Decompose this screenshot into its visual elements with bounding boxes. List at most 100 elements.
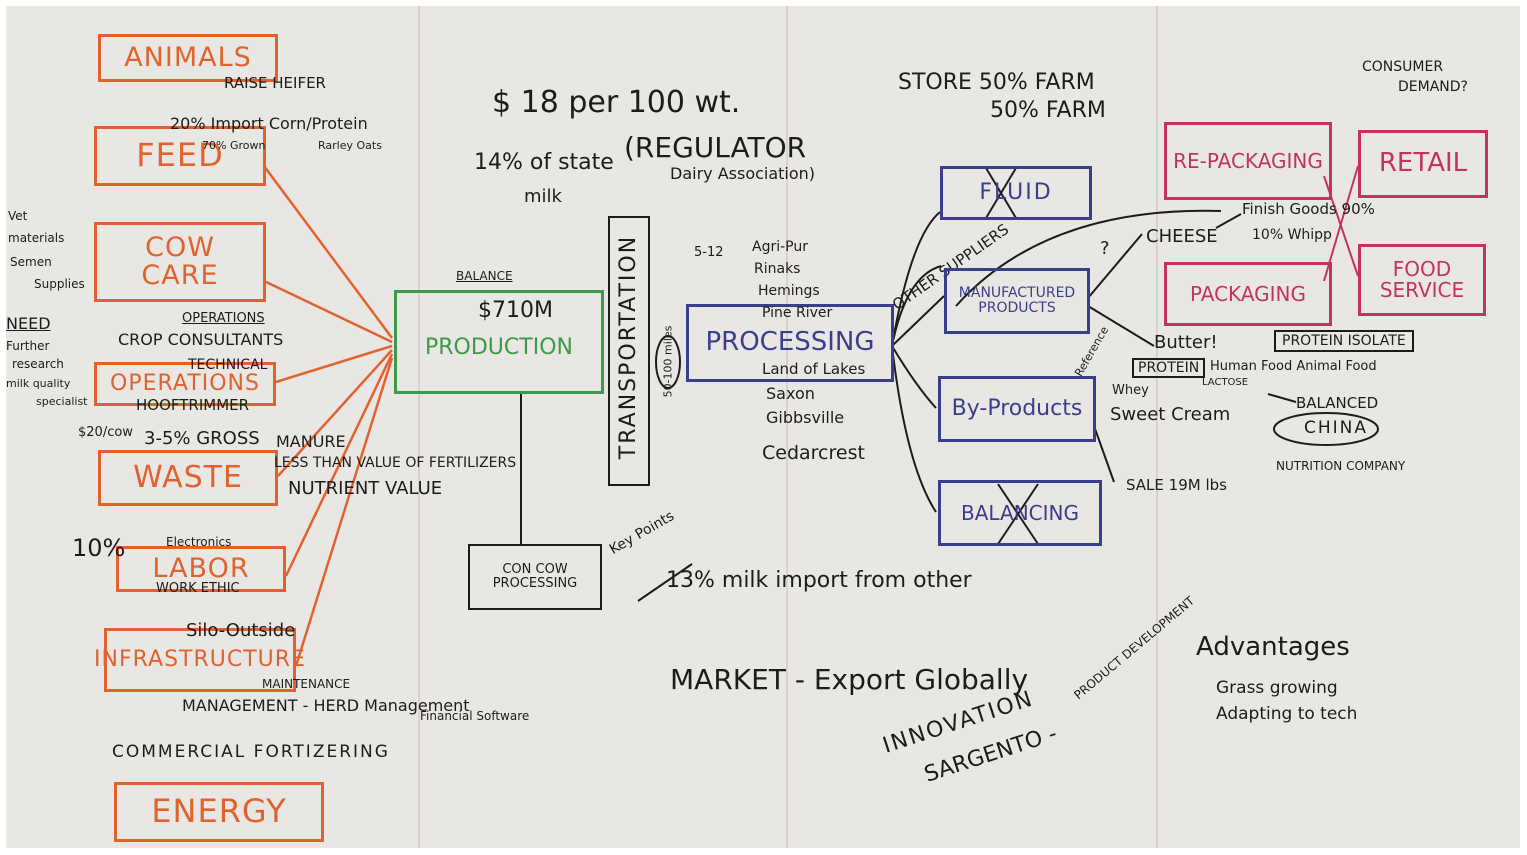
finish-goods-note: Finish Goods 90% xyxy=(1242,200,1375,218)
connector-cheese-finish xyxy=(1215,213,1242,229)
feed-label: FEED xyxy=(136,136,224,175)
electronics-note: Electronics xyxy=(166,535,232,549)
need-note: NEED xyxy=(6,314,51,333)
materials-note: materials xyxy=(8,231,65,245)
operations-note: OPERATIONS xyxy=(182,311,265,326)
semen-note: Semen xyxy=(10,255,52,269)
connector-processing-byproducts xyxy=(891,345,937,409)
fluid-label: FLUID xyxy=(979,180,1053,206)
company-land-of-lakes: Land of Lakes xyxy=(762,360,866,378)
import-corn-note: 20% Import Corn/Protein xyxy=(170,114,368,133)
connector-processing-manufactured xyxy=(891,295,945,347)
processing-range: 5-12 xyxy=(694,245,724,260)
commercial-note: COMMERCIAL FORTIZERING xyxy=(112,742,390,762)
operations-label: OPERATIONS xyxy=(110,371,260,397)
crop-consultants-note: CROP CONSULTANTS xyxy=(118,330,284,349)
sale-note: SALE 19M lbs xyxy=(1126,476,1227,494)
milk-quality-note: milk quality xyxy=(6,377,71,390)
connector-infrastructure xyxy=(294,357,394,667)
milk-note: milk xyxy=(524,186,562,207)
technical-note: TECHNICAL xyxy=(188,357,268,373)
regulator-note: (REGULATOR xyxy=(624,131,807,164)
connector-labor xyxy=(284,353,394,577)
animals-box: ANIMALS xyxy=(98,34,278,82)
connector-packaging-retail xyxy=(1323,165,1359,282)
repackaging-label: RE-PACKAGING xyxy=(1173,148,1323,173)
silo-note: Silo-Outside xyxy=(186,620,296,641)
production-value: $710M xyxy=(478,298,553,323)
labor-box: LABOR xyxy=(116,546,286,592)
balance-label: BALANCE xyxy=(456,269,513,283)
distance-note: 50-100 miles xyxy=(661,325,675,398)
company-rinaks: Rinaks xyxy=(754,261,801,277)
hooftrimmer-note: HOOFTRIMMER xyxy=(136,396,250,414)
cheese-label: CHEESE xyxy=(1146,226,1218,247)
farm-note: 50% FARM xyxy=(990,98,1106,123)
connector-processing-balancing xyxy=(891,345,937,513)
vet-note: Vet xyxy=(8,209,28,223)
dairy-association-note: Dairy Association) xyxy=(670,164,816,183)
connector-balancing-cross-b xyxy=(997,483,1039,545)
adapting-note: Adapting to tech xyxy=(1216,704,1358,724)
waste-cost-note: $20/cow xyxy=(78,425,133,440)
company-pine-river: Pine River xyxy=(762,305,833,321)
human-food-note: Human Food Animal Food xyxy=(1210,359,1377,374)
company-hemings: Hemings xyxy=(758,283,820,299)
milk-import-note: 13% milk import from other xyxy=(666,568,972,593)
connector-processing-fluid xyxy=(891,211,941,347)
financial-note: Financial Software xyxy=(420,709,530,723)
raise-heifer-note: RAISE HEIFER xyxy=(224,74,326,92)
demand-note: DEMAND? xyxy=(1398,79,1468,95)
distance-ellipse xyxy=(655,335,681,389)
by-products-box: By-Products xyxy=(938,376,1096,442)
labor-label: LABOR xyxy=(152,552,250,584)
lactose-note: LACTOSE xyxy=(1202,377,1249,388)
repackaging-box: RE-PACKAGING xyxy=(1164,122,1332,200)
nutrient-note: NUTRIENT VALUE xyxy=(288,478,443,499)
production-label: PRODUCTION xyxy=(425,334,573,360)
company-saxon: Saxon xyxy=(766,384,815,403)
company-cedarcrest: Cedarcrest xyxy=(762,442,865,464)
food-service-box: FOOD SERVICE xyxy=(1358,244,1486,316)
nutrition-note: NUTRITION COMPANY xyxy=(1276,459,1406,473)
further-note: Further xyxy=(6,339,50,353)
waste-label: WASTE xyxy=(133,460,243,496)
manufactured-box: MANUFACTURED PRODUCTS xyxy=(944,268,1090,334)
cow-care-box: COW CARE xyxy=(94,222,266,302)
transportation-box xyxy=(608,216,650,486)
company-agripur: Agri-Pur xyxy=(752,239,808,255)
production-box: PRODUCTION xyxy=(394,290,604,394)
whey-label: Whey xyxy=(1112,383,1149,398)
management-note: MANAGEMENT - HERD Management xyxy=(182,696,470,715)
specialist-note: specialist xyxy=(36,395,88,408)
connector-fluid-cross-b xyxy=(985,167,1017,219)
con-cow-box: CON COW PROCESSING xyxy=(468,544,602,610)
store-note: STORE 50% FARM xyxy=(898,70,1095,95)
consumer-note: CONSUMER xyxy=(1362,59,1444,75)
question-note: ? xyxy=(1100,238,1110,259)
connector-key-points-slash xyxy=(637,563,693,602)
connector-lines xyxy=(262,165,1379,667)
paper-seam xyxy=(418,6,420,848)
grown-note: 70% Grown xyxy=(202,139,266,152)
processing-box: PROCESSING xyxy=(686,304,894,382)
energy-box: ENERGY xyxy=(114,782,324,842)
connector-manufactured-butter xyxy=(1087,305,1155,347)
packaging-box: PACKAGING xyxy=(1164,262,1332,326)
grass-note: Grass growing xyxy=(1216,678,1338,698)
advantages-note: Advantages xyxy=(1196,632,1350,662)
cow-care-label: COW CARE xyxy=(141,231,219,291)
company-gibbsville: Gibbsville xyxy=(766,408,845,427)
maintenance-note: MAINTENANCE xyxy=(262,677,351,691)
manufactured-label: MANUFACTURED PRODUCTS xyxy=(958,285,1076,316)
connector-operations xyxy=(275,344,393,384)
infrastructure-box: INFRASTRUCTURE xyxy=(94,628,305,692)
sweet-cream-label: Sweet Cream xyxy=(1110,404,1231,425)
protein-isolate-label: PROTEIN ISOLATE xyxy=(1274,330,1414,352)
connector-manufactured-cheese xyxy=(1087,233,1143,299)
connector-byproducts-sale xyxy=(1093,425,1115,483)
fluid-box: FLUID xyxy=(940,166,1092,220)
waste-box: WASTE xyxy=(98,450,278,506)
transportation-label: TRANSPORTATION xyxy=(616,234,641,460)
connector-waste xyxy=(277,349,393,477)
